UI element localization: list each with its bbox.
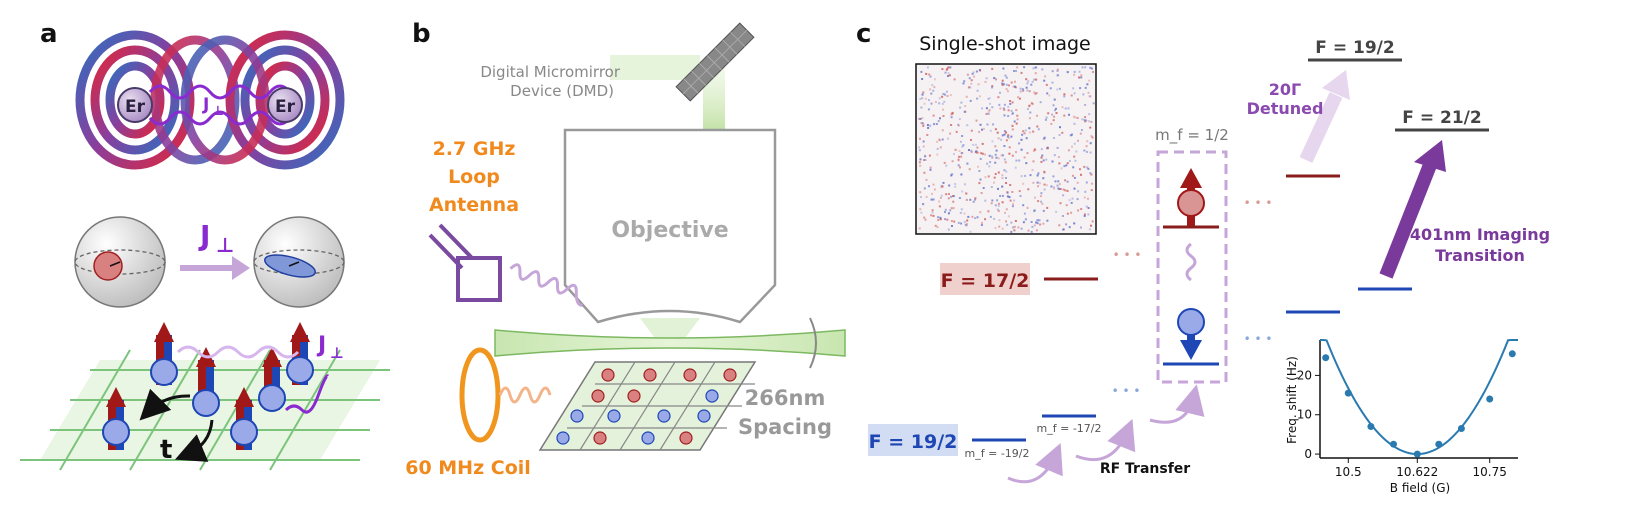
f21-excited-label: F = 21/2 bbox=[1402, 108, 1481, 128]
f19-badge bbox=[868, 424, 958, 456]
data-point bbox=[1457, 425, 1465, 432]
svg-text:J: J bbox=[198, 219, 210, 252]
mf-m19-label: m_f = -19/2 bbox=[965, 447, 1030, 460]
inset-chart: 10.5 10.622 10.75 0 10 20 B field (G) Freq. s… bbox=[1285, 339, 1518, 495]
image-title: Single-shot image bbox=[919, 33, 1091, 55]
detuned-label-2: Detuned bbox=[1247, 99, 1324, 118]
data-point bbox=[1508, 350, 1516, 358]
rf-transfer-label: RF Transfer bbox=[1100, 461, 1190, 477]
bloch-sphere-left bbox=[74, 216, 166, 308]
erbium-atom-left: Er bbox=[117, 87, 153, 123]
coupling-wave-bottom bbox=[148, 110, 292, 126]
detuned-label-1: 20Γ bbox=[1269, 80, 1301, 99]
detuned-arrow bbox=[1299, 70, 1350, 163]
dmd-label-2: Device (DMD) bbox=[510, 82, 614, 100]
f19-ground-label: F = 19/2 bbox=[869, 431, 958, 453]
svg-text:J: J bbox=[316, 333, 326, 358]
dmd-device bbox=[675, 22, 755, 102]
antenna-label-1: 2.7 GHz bbox=[433, 138, 516, 160]
hopping-label: t bbox=[160, 435, 172, 465]
loop-antenna bbox=[428, 223, 502, 302]
panel-label-c: c bbox=[856, 19, 871, 49]
y-tick-label: 0 bbox=[1304, 447, 1312, 461]
antenna-label-2: Loop bbox=[448, 166, 500, 188]
mf-m17-label: m_f = -17/2 bbox=[1037, 422, 1102, 435]
coil-wave bbox=[498, 386, 552, 404]
data-point bbox=[1367, 423, 1375, 430]
x-tick-label: 10.622 bbox=[1396, 465, 1438, 479]
erbium-atom-right: Er bbox=[267, 87, 303, 123]
imaging-label-2: Transition bbox=[1435, 246, 1525, 265]
spacing-label-1: 266nm bbox=[745, 386, 826, 410]
svg-text:⊥: ⊥ bbox=[216, 233, 234, 257]
inset-xlabel: B field (G) bbox=[1390, 481, 1450, 495]
antenna-wave bbox=[509, 263, 583, 307]
bloch-arrow: J ⊥ bbox=[180, 219, 250, 280]
lattice-coupling-wave-2 bbox=[284, 374, 330, 414]
spacing-label-2: Spacing bbox=[738, 415, 832, 439]
imaging-label-1: 401nm Imaging bbox=[1410, 225, 1550, 244]
panel-label-a: a bbox=[40, 19, 58, 49]
dipole-field-right bbox=[180, 30, 345, 170]
f17-badge bbox=[940, 263, 1030, 295]
data-point bbox=[1486, 395, 1494, 403]
f19-excited-label: F = 19/2 bbox=[1315, 38, 1394, 58]
ellipsis-red-1: • • • bbox=[1113, 248, 1142, 262]
data-point bbox=[1435, 440, 1443, 448]
data-point bbox=[1390, 440, 1397, 448]
single-shot-image bbox=[915, 63, 1097, 235]
hopping-arrow-bottom bbox=[174, 419, 214, 462]
f17-label: F = 17/2 bbox=[941, 270, 1030, 292]
hopping-arrow-top bbox=[139, 388, 191, 421]
antenna-label-3: Antenna bbox=[429, 194, 519, 216]
data-point bbox=[1322, 354, 1330, 362]
dmd-beam bbox=[610, 55, 700, 80]
coil-label: 60 MHz Coil bbox=[405, 457, 531, 479]
imaging-arrow bbox=[1379, 140, 1446, 279]
panel-label-b: b bbox=[412, 19, 431, 49]
lattice-spins bbox=[102, 322, 314, 450]
objective-label: Objective bbox=[611, 218, 728, 243]
spin-down-state bbox=[1163, 308, 1219, 366]
mf-half-box bbox=[1156, 150, 1228, 384]
lattice-beam bbox=[494, 329, 846, 357]
svg-text:Er: Er bbox=[125, 97, 146, 117]
svg-text:⊥: ⊥ bbox=[330, 344, 344, 362]
objective-lens bbox=[563, 128, 777, 324]
coupling-label-top: J ⊥ bbox=[202, 95, 224, 119]
x-tick-label: 10.5 bbox=[1335, 465, 1362, 479]
ellipsis-red-2: • • • bbox=[1244, 196, 1273, 210]
y-tick-label: 10 bbox=[1297, 408, 1312, 422]
bloch-sphere-right bbox=[253, 216, 345, 308]
inset-ylabel: Freq. shift (Hz) bbox=[1285, 356, 1299, 444]
spin-coupling-wave bbox=[1185, 242, 1197, 282]
rf-coil bbox=[459, 347, 501, 443]
data-point bbox=[1344, 389, 1352, 397]
svg-text:⊥: ⊥ bbox=[212, 104, 224, 119]
svg-text:Er: Er bbox=[275, 97, 296, 117]
ellipsis-blue-1: • • • bbox=[1112, 384, 1141, 398]
svg-text:J: J bbox=[202, 95, 209, 115]
dipole-field-left bbox=[75, 30, 240, 170]
coupling-wave-top bbox=[148, 84, 292, 100]
rf-transfer-arrows bbox=[1007, 384, 1205, 484]
data-point bbox=[1413, 450, 1421, 458]
y-tick-label: 20 bbox=[1297, 368, 1312, 382]
spin-up-state bbox=[1163, 168, 1219, 229]
optical-lattice bbox=[538, 361, 757, 451]
lattice-coupling-wave bbox=[176, 345, 300, 359]
dmd-label-1: Digital Micromirror bbox=[480, 63, 620, 81]
retro-mirror bbox=[809, 317, 817, 369]
coupling-label-lattice: J ⊥ bbox=[316, 333, 344, 362]
x-tick-label: 10.75 bbox=[1473, 465, 1507, 479]
ellipsis-blue-2: • • • bbox=[1244, 332, 1273, 346]
mf-half-label: m_f = 1/2 bbox=[1155, 126, 1229, 145]
